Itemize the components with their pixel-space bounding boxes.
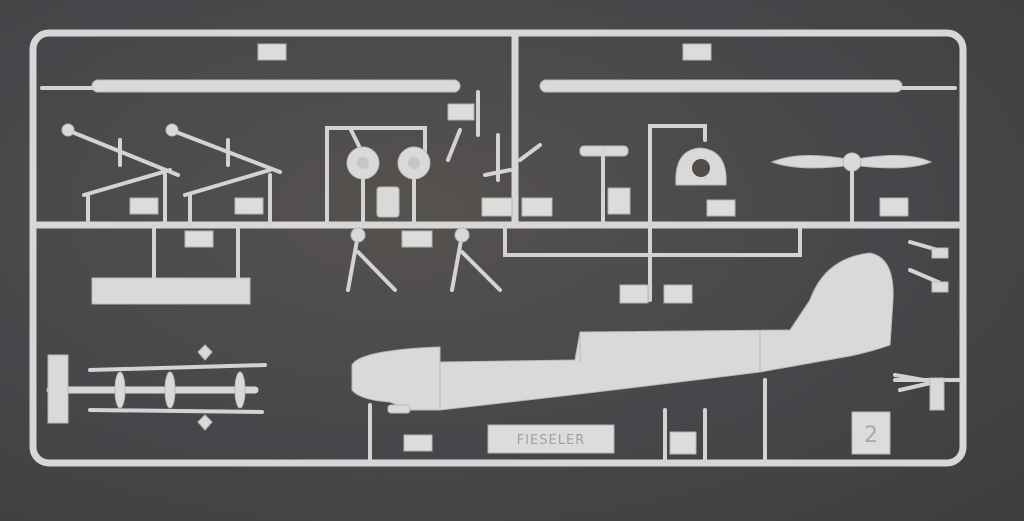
landing-wheels — [325, 126, 431, 227]
control-column — [579, 145, 631, 227]
right-edge-fittings — [893, 240, 949, 411]
outer-runner — [29, 29, 967, 467]
landing-legs — [346, 227, 502, 292]
sprue-letter: 2 — [864, 423, 878, 448]
part-number-tabs — [129, 43, 909, 455]
small-parts-center — [446, 90, 542, 182]
engine-cowl — [648, 124, 727, 227]
tailplane-struts — [47, 344, 267, 431]
tail-struts — [503, 223, 802, 302]
fuselage-half — [351, 252, 962, 462]
floor-panel — [91, 223, 251, 305]
foot-pedals — [663, 408, 707, 462]
maker-tab — [487, 424, 615, 454]
propeller — [770, 152, 933, 227]
maker-name: FIESELER — [517, 433, 585, 448]
wing-strut-set-left — [61, 123, 282, 227]
